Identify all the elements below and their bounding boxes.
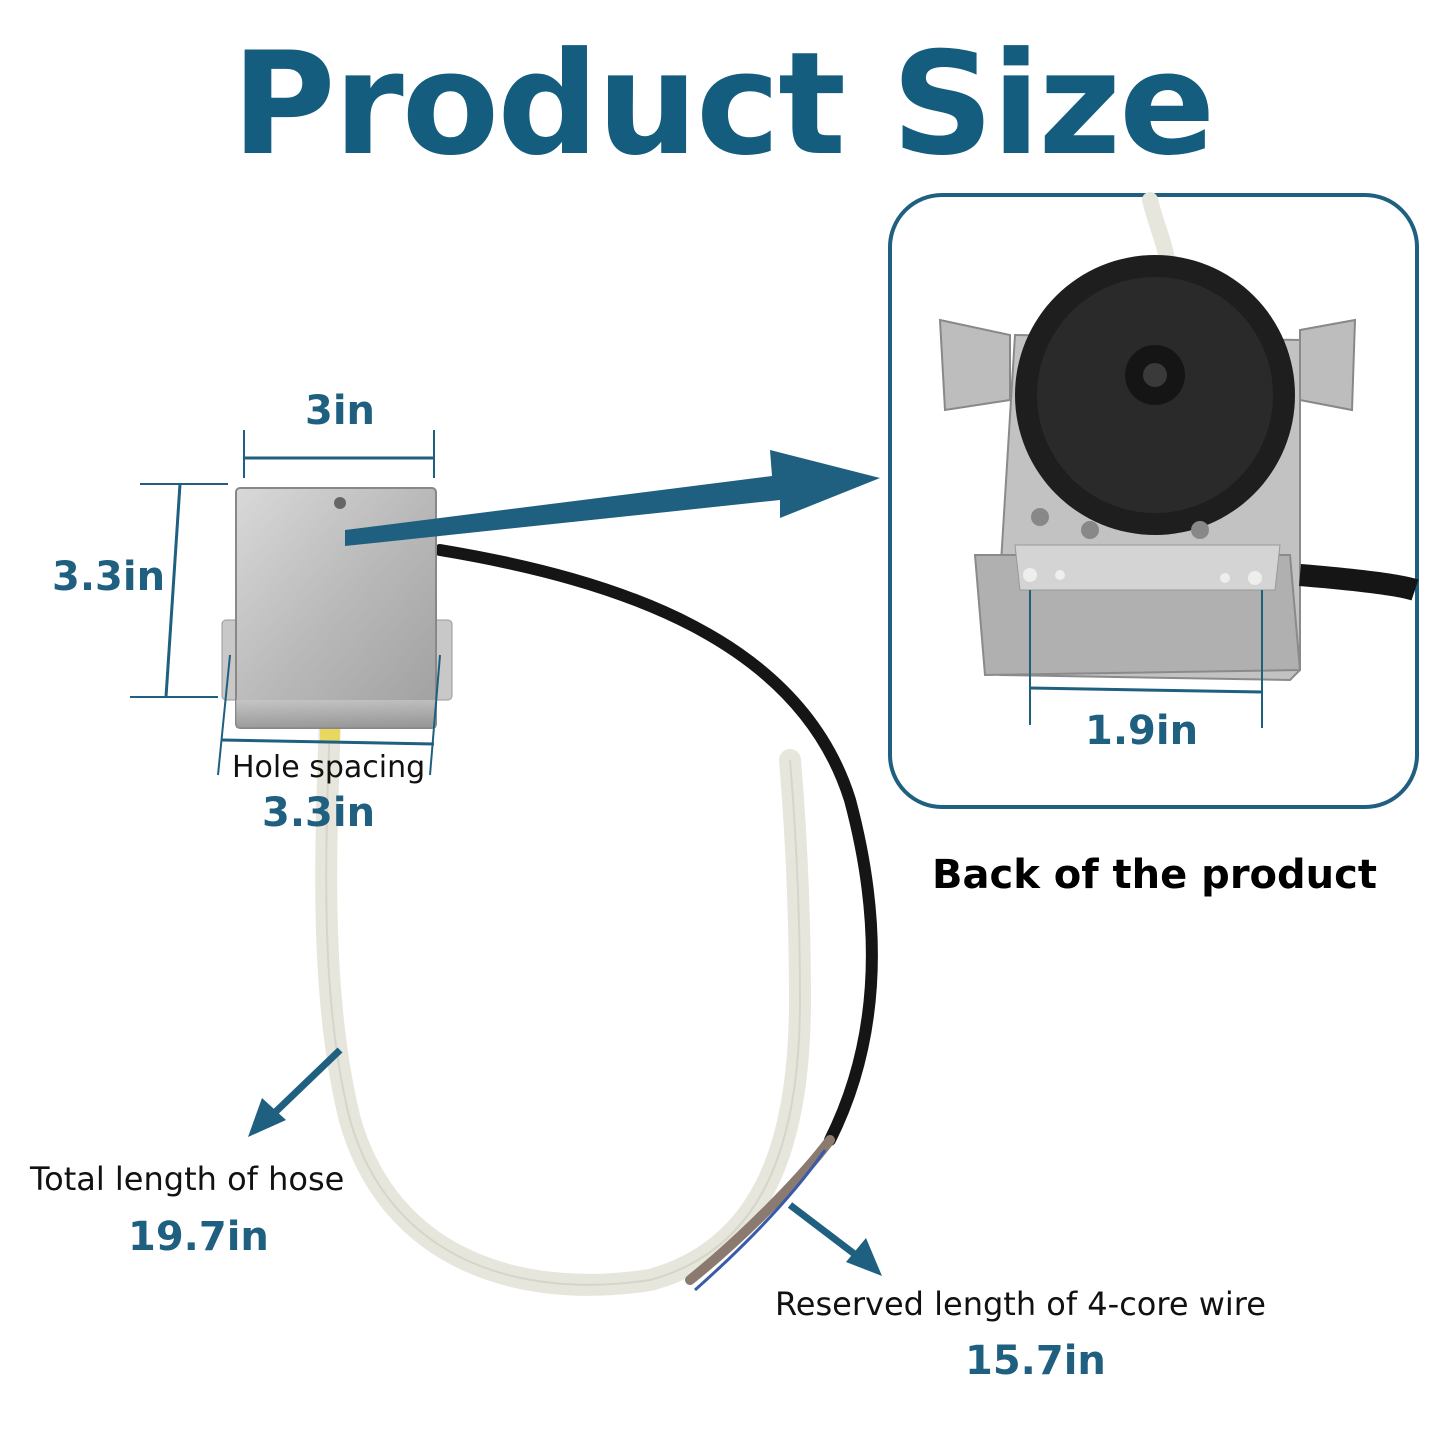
hose-tube <box>315 709 812 1296</box>
back-width-dimension: 1.9in <box>1085 708 1199 754</box>
width-dimension: 3in <box>305 388 376 434</box>
height-dimension: 3.3in <box>52 554 166 600</box>
power-cable <box>434 544 878 1146</box>
hose-label: Total length of hose <box>30 1160 345 1198</box>
wire-length: 15.7in <box>965 1338 1106 1384</box>
wire-label: Reserved length of 4-core wire <box>775 1285 1266 1323</box>
page-title: Product Size <box>231 22 1216 187</box>
pointer-arrow <box>345 450 880 546</box>
hose-length: 19.7in <box>128 1214 269 1260</box>
wire-ends <box>685 1135 835 1285</box>
inset-caption: Back of the product <box>932 852 1377 898</box>
hole-spacing-label: Hole spacing <box>232 750 426 785</box>
hole-spacing-dimension: 3.3in <box>262 790 376 836</box>
